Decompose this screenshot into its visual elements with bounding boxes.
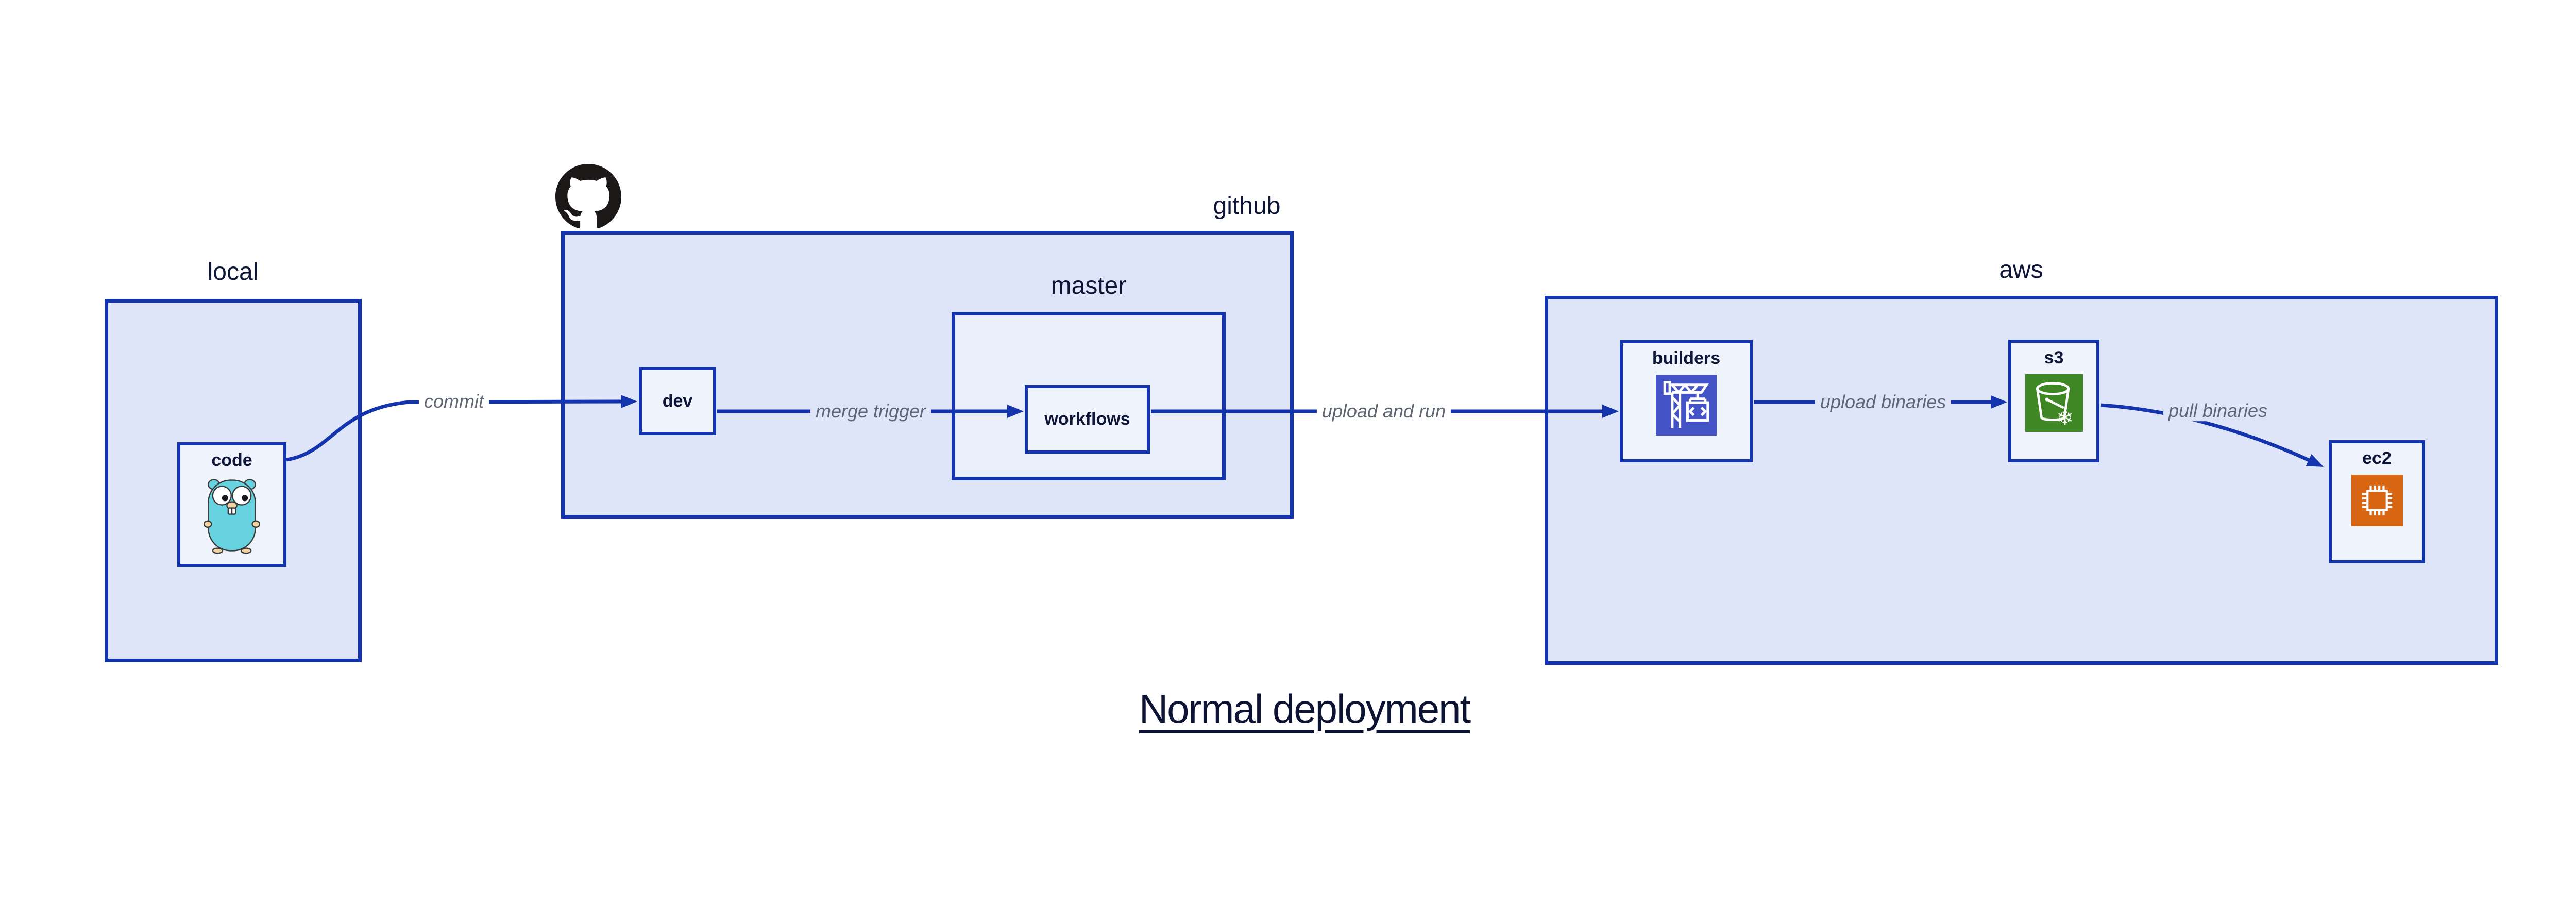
group-github-label: github [1213,192,1281,220]
node-code: code [177,442,286,567]
snowflake-glyph: ❄ [2056,407,2073,429]
edge-merge-trigger-label: merge trigger [810,401,931,422]
github-logo-icon [555,164,621,228]
node-code-label: code [211,450,252,470]
node-workflows-label: workflows [1044,409,1130,429]
edge-upload-binaries-label: upload binaries [1815,392,1952,412]
edge-upload-and-run-label: upload and run [1316,401,1451,422]
node-s3-label: s3 [2044,348,2064,368]
codebuild-crane-icon [1656,375,1717,436]
node-ec2: ec2 [2329,440,2425,563]
group-master-label: master [1050,272,1127,299]
group-aws-label: aws [1999,256,2043,283]
ec2-chip-icon [2351,475,2403,526]
node-dev-label: dev [662,391,693,411]
edge-commit-label: commit [419,391,489,412]
edge-pull-binaries-label: pull binaries [2163,400,2273,421]
diagram-title: Normal deployment [1139,686,1471,731]
node-builders: builders [1620,340,1753,462]
node-ec2-label: ec2 [2362,448,2392,468]
go-gopher-icon [204,479,260,554]
s3-bucket-snowflake-icon: ❄ [2025,374,2083,432]
node-workflows: workflows [1025,385,1150,454]
node-s3: s3 ❄ [2008,340,2099,462]
group-local-label: local [207,258,259,286]
node-builders-label: builders [1652,348,1721,368]
node-dev: dev [639,367,716,435]
